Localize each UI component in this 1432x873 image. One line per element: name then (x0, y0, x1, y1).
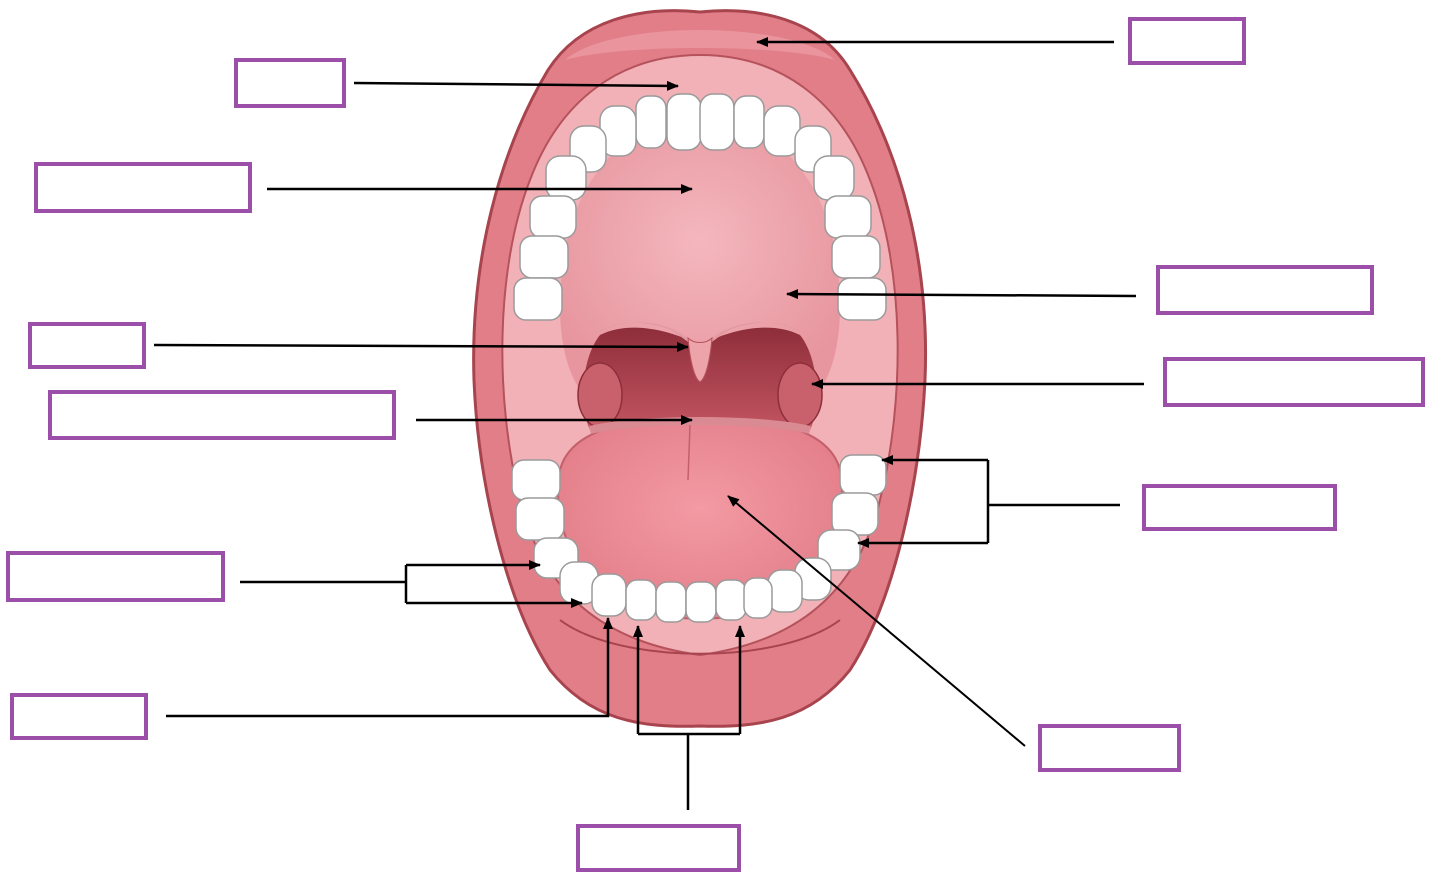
uvula-label[interactable] (28, 322, 146, 369)
gums-label[interactable] (234, 58, 346, 108)
canine-label[interactable] (10, 693, 148, 740)
soft-palate-label[interactable] (1156, 265, 1374, 315)
premolars-label[interactable] (6, 551, 225, 602)
palatine-tonsil-label[interactable] (1163, 357, 1425, 407)
hard-palate-label[interactable] (34, 162, 252, 213)
tongue-label[interactable] (1038, 724, 1181, 772)
palatine-tonsil-left (578, 363, 622, 427)
palatine-tonsil-right (778, 363, 822, 427)
upper-lip-label[interactable] (1128, 17, 1246, 65)
molars-label[interactable] (1142, 484, 1337, 531)
oropharynx-label[interactable] (48, 390, 396, 440)
incisors-label[interactable] (576, 824, 741, 872)
